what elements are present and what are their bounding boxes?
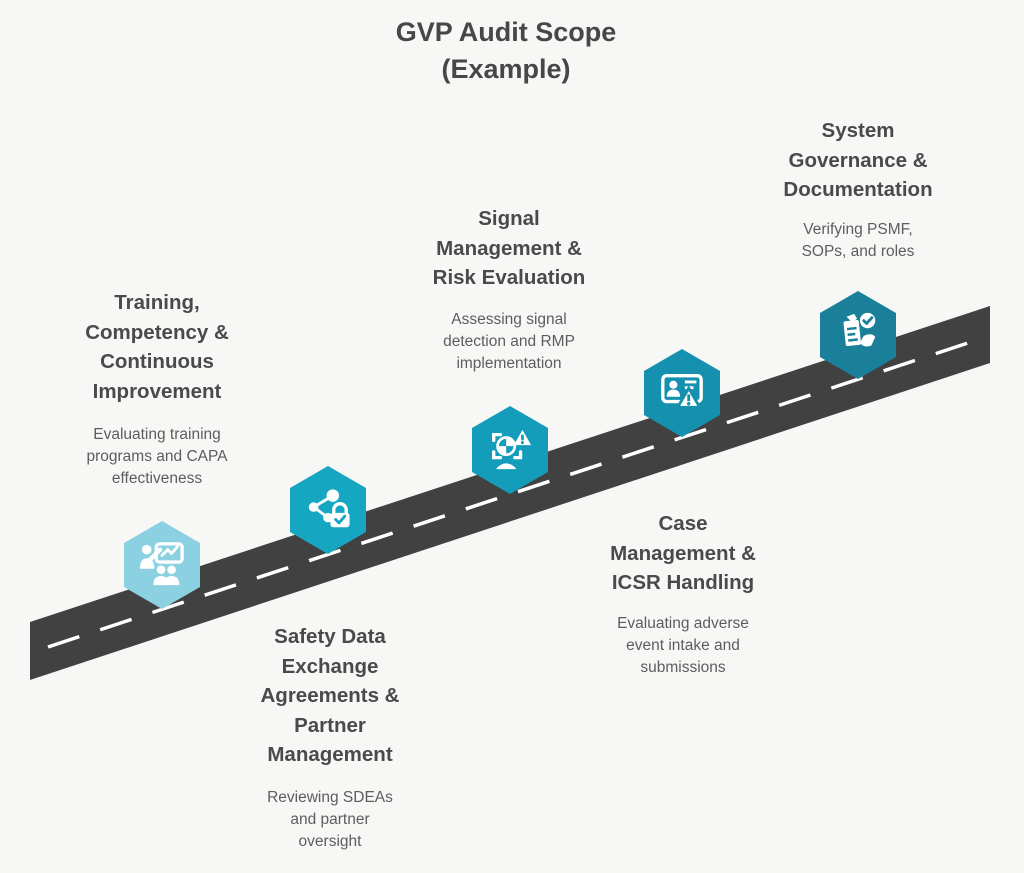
share-lock-icon bbox=[308, 489, 350, 528]
milestone-hexagon-training bbox=[124, 521, 200, 609]
milestone-description-system: Verifying PSMF, SOPs, and roles bbox=[801, 221, 915, 260]
milestone-hexagon-case bbox=[644, 349, 720, 437]
milestone-title-signal: Signal Management & Risk Evaluation bbox=[432, 207, 586, 289]
milestone-hexagon-sdea bbox=[290, 466, 366, 554]
milestone-title-training: Training, Competency & Continuous Improv… bbox=[85, 291, 229, 403]
milestone-title-case: Case Management & ICSR Handling bbox=[610, 512, 756, 594]
milestone-hexagon-system bbox=[820, 291, 896, 379]
page-title: GVP Audit Scope (Example) bbox=[395, 17, 617, 84]
milestone-description-sdea: Reviewing SDEAs and partner oversight bbox=[267, 789, 393, 850]
milestone-title-system: System Governance & Documentation bbox=[783, 119, 933, 201]
milestone-description-signal: Assessing signal detection and RMP imple… bbox=[443, 311, 575, 372]
milestone-title-sdea: Safety Data Exchange Agreements & Partne… bbox=[260, 625, 400, 766]
hexagon-shape bbox=[472, 406, 548, 494]
hexagon-shape bbox=[644, 349, 720, 437]
document-check-hands-icon bbox=[843, 312, 876, 347]
hexagon-shape bbox=[290, 466, 366, 554]
training-presentation-icon bbox=[139, 542, 184, 586]
milestone-hexagon-signal bbox=[472, 406, 548, 494]
signal-detection-warning-icon bbox=[492, 429, 532, 470]
milestone-description-training: Evaluating training programs and CAPA ef… bbox=[86, 426, 228, 487]
id-card-warning-icon bbox=[661, 374, 703, 409]
milestone-description-case: Evaluating adverse event intake and subm… bbox=[617, 615, 749, 676]
